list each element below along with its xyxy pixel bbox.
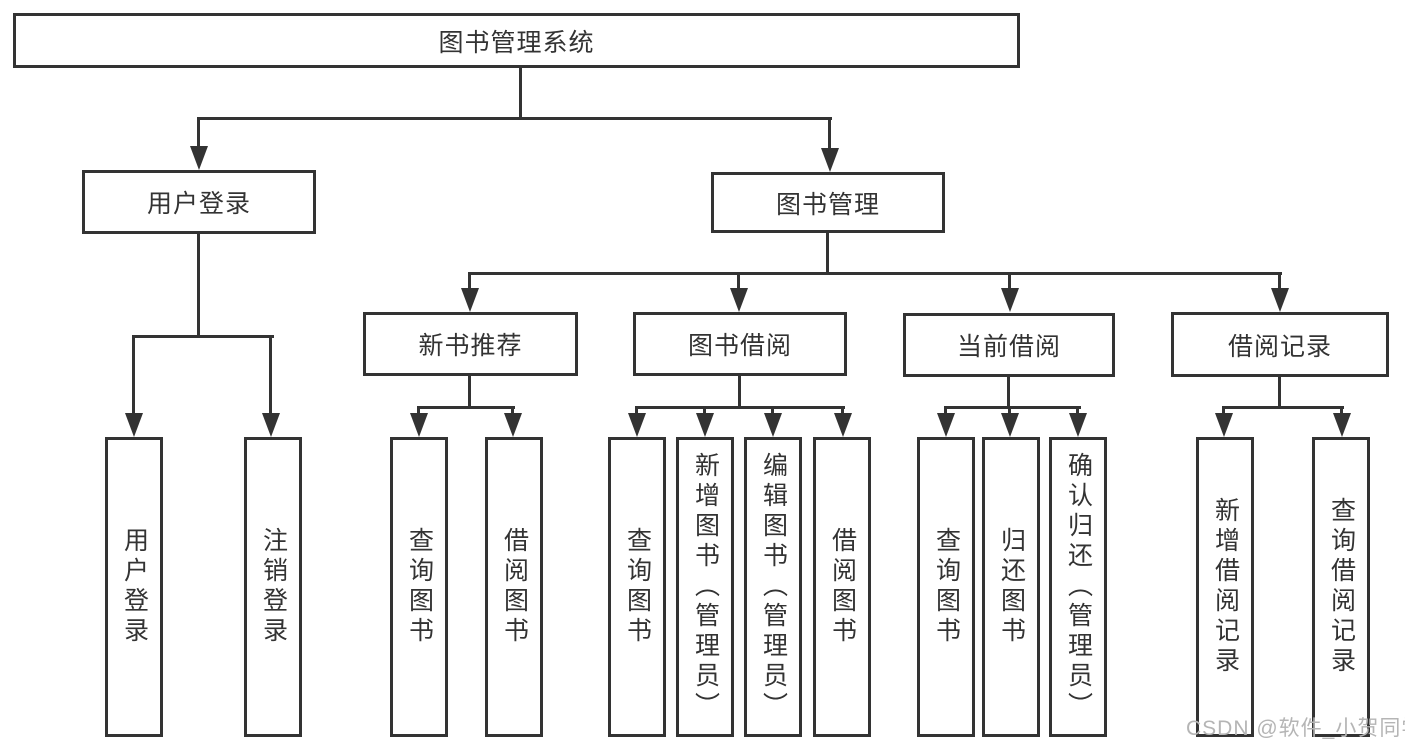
connector-book-management-stem: [826, 233, 829, 274]
arrowhead-down-icon: [937, 413, 955, 437]
connector-drop-book-management: [828, 117, 831, 150]
leaf-label: 借阅图书: [500, 527, 529, 647]
connector-root-rail: [197, 117, 832, 120]
connector-drop-leaf: [841, 406, 844, 415]
arrowhead-down-icon: [696, 413, 714, 437]
leaf-label: 查询图书: [623, 527, 652, 647]
connector-drop-level3: [1278, 272, 1281, 288]
node-book-management: 图书管理: [711, 172, 945, 233]
arrowhead-down-icon: [834, 413, 852, 437]
connector-drop-leaf: [132, 335, 135, 413]
connector-current-stem: [1007, 377, 1010, 409]
arrowhead-down-icon: [1215, 413, 1233, 437]
node-label: 借阅记录: [1227, 332, 1332, 361]
connector-user-login-rail: [132, 335, 274, 338]
leaf-add-borrow-record: 新增借阅记录: [1196, 437, 1254, 737]
leaf-add-book-admin: 新增图书（管理员）: [676, 437, 734, 737]
connector-records-rail: [1222, 406, 1344, 409]
leaf-label: 查询图书: [932, 527, 961, 647]
leaf-query-books-current: 查询图书: [917, 437, 975, 737]
connector-drop-leaf: [269, 335, 272, 413]
arrowhead-down-icon: [1001, 413, 1019, 437]
connector-recommend-rail: [417, 406, 515, 409]
node-label: 图书借阅: [687, 332, 792, 360]
node-user-login: 用户登录: [82, 170, 316, 234]
connector-recommend-stem: [468, 375, 471, 408]
node-new-book-recommendation: 新书推荐: [363, 312, 578, 376]
node-library-management-system: 图书管理系统: [13, 13, 1020, 68]
leaf-label: 注销登录: [259, 527, 288, 647]
leaf-label: 查询借阅记录: [1327, 497, 1356, 677]
node-label: 图书管理系统: [438, 28, 595, 57]
connector-drop-level3: [468, 272, 471, 288]
connector-drop-user-login: [197, 117, 200, 149]
leaf-query-borrow-record: 查询借阅记录: [1312, 437, 1370, 737]
leaf-label: 归还图书: [997, 527, 1026, 647]
connector-drop-leaf: [635, 406, 638, 415]
arrowhead-down-icon: [504, 413, 522, 437]
connector-drop-leaf: [703, 406, 706, 415]
connector-current-rail: [944, 406, 1081, 409]
arrowhead-down-icon: [1001, 288, 1019, 312]
node-label: 当前借阅: [956, 333, 1061, 361]
arrowhead-down-icon: [1069, 413, 1087, 437]
node-borrowing-records: 借阅记录: [1171, 312, 1389, 377]
connector-borrowing-rail: [635, 406, 845, 409]
node-label: 用户登录: [146, 190, 251, 218]
connector-root-stem: [519, 67, 522, 118]
arrowhead-down-icon: [730, 288, 748, 312]
arrowhead-down-icon: [190, 146, 208, 170]
leaf-confirm-return-admin: 确认归还（管理员）: [1049, 437, 1107, 737]
connector-drop-leaf: [417, 406, 420, 415]
arrowhead-down-icon: [764, 413, 782, 437]
leaf-return-books: 归还图书: [982, 437, 1040, 737]
arrowhead-down-icon: [1271, 288, 1289, 312]
node-label: 新书推荐: [418, 332, 523, 360]
arrowhead-down-icon: [262, 413, 280, 437]
leaf-label: 查询图书: [405, 527, 434, 647]
leaf-label: 新增图书（管理员）: [691, 452, 720, 722]
connector-user-login-stem: [197, 234, 200, 337]
connector-book-management-rail: [468, 272, 1282, 275]
arrowhead-down-icon: [125, 413, 143, 437]
connector-records-stem: [1278, 377, 1281, 409]
arrowhead-down-icon: [461, 288, 479, 312]
connector-borrowing-stem: [738, 375, 741, 408]
connector-drop-leaf: [944, 406, 947, 415]
connector-drop-leaf: [1340, 406, 1343, 415]
arrowhead-down-icon: [821, 148, 839, 172]
connector-drop-leaf: [1222, 406, 1225, 415]
node-current-borrowing: 当前借阅: [903, 313, 1115, 377]
leaf-label: 确认归还（管理员）: [1064, 452, 1093, 722]
leaf-label: 用户登录: [120, 527, 149, 647]
leaf-user-login: 用户登录: [105, 437, 163, 737]
node-label: 图书管理: [775, 190, 880, 219]
connector-drop-level3: [1008, 272, 1011, 288]
arrowhead-down-icon: [410, 413, 428, 437]
arrowhead-down-icon: [1333, 413, 1351, 437]
arrowhead-down-icon: [628, 413, 646, 437]
connector-drop-leaf: [1076, 406, 1079, 415]
leaf-borrow-books-borrowing: 借阅图书: [813, 437, 871, 737]
leaf-edit-book-admin: 编辑图书（管理员）: [744, 437, 802, 737]
leaf-query-books-recommend: 查询图书: [390, 437, 448, 737]
watermark: CSDN @软件_小贺同学: [1186, 717, 1405, 740]
connector-drop-leaf: [1008, 406, 1011, 415]
connector-drop-leaf: [511, 406, 514, 415]
leaf-query-books-borrowing: 查询图书: [608, 437, 666, 737]
connector-drop-leaf: [771, 406, 774, 415]
leaf-logout: 注销登录: [244, 437, 302, 737]
leaf-label: 新增借阅记录: [1211, 497, 1240, 677]
node-book-borrowing: 图书借阅: [633, 312, 847, 376]
leaf-borrow-books-recommend: 借阅图书: [485, 437, 543, 737]
leaf-label: 借阅图书: [828, 527, 857, 647]
leaf-label: 编辑图书（管理员）: [759, 452, 788, 722]
connector-drop-level3: [737, 272, 740, 288]
